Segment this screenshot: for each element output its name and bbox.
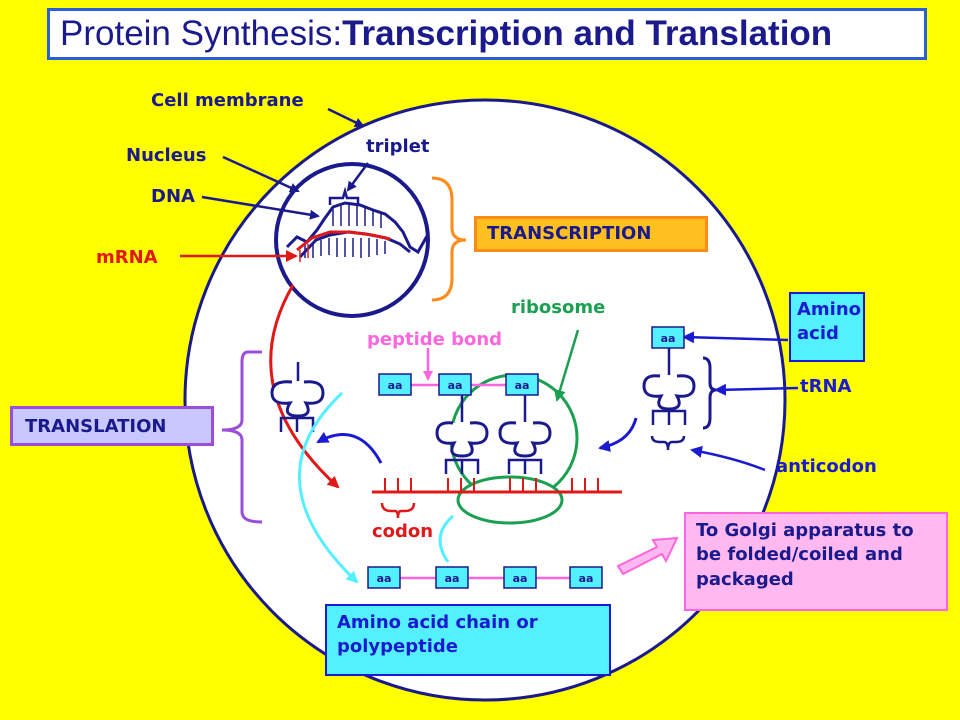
aa-label: aa	[377, 572, 392, 585]
anticodon-bracket	[650, 435, 686, 451]
dna-rungs	[304, 205, 386, 258]
aa-box	[503, 566, 537, 589]
peptide-bond-label: peptide bond	[367, 329, 503, 350]
title-bold: Transcription and Translation	[342, 14, 833, 53]
triplet-label: triplet	[366, 136, 430, 157]
codon-bracket	[380, 502, 416, 519]
anticodon-arrow	[690, 445, 766, 472]
translation-box: TRANSLATION	[10, 406, 214, 446]
aa-label: aa	[515, 379, 530, 392]
amino-chain-top: aa aa aa	[378, 373, 539, 396]
aa-box	[367, 566, 401, 589]
golgi-arrow	[616, 536, 679, 576]
nucleus-label: Nucleus	[126, 145, 207, 166]
trna-incoming	[642, 374, 696, 411]
aa-label: aa	[513, 572, 528, 585]
golgi-box: To Golgi apparatus to be folded/coiled a…	[684, 512, 948, 611]
triplet-bracket	[328, 186, 360, 205]
aa-label: aa	[661, 332, 676, 345]
transcription-box: TRANSCRIPTION	[474, 216, 708, 252]
trna-enter-arrow	[598, 417, 638, 452]
chain-arrow-2	[438, 514, 455, 563]
nucleus	[274, 162, 430, 318]
ribosome-label: ribosome	[511, 297, 606, 318]
aa-box	[569, 566, 603, 589]
aa-box	[505, 373, 539, 396]
chain-arrow-1	[298, 391, 359, 584]
aa-box-incoming	[651, 326, 685, 349]
trna-exit-arrow	[316, 431, 383, 464]
title-plain: Protein Synthesis:	[60, 14, 343, 53]
polypeptide-box: Amino acid chain or polypeptide	[325, 604, 611, 676]
anticodon-label: anticodon	[776, 456, 877, 477]
title-box: Protein Synthesis: Transcription and Tra…	[47, 8, 927, 60]
trna-ribosome-2	[498, 421, 552, 458]
aa-label: aa	[579, 572, 594, 585]
mrna-label: mRNA	[96, 247, 158, 268]
nucleus-arrow	[222, 155, 300, 193]
aa-label: aa	[445, 572, 460, 585]
transcription-bracket	[431, 176, 467, 302]
trna-leaving	[270, 380, 325, 418]
cell-membrane-label: Cell membrane	[151, 90, 304, 111]
aa-box	[435, 566, 469, 589]
mrna-strand	[296, 230, 391, 252]
triplet-arrow	[346, 162, 370, 192]
aa-box	[378, 373, 412, 396]
trna-label: tRNA	[800, 376, 852, 397]
dna-label: DNA	[151, 186, 195, 207]
trna-ribosome-1	[435, 421, 489, 458]
aa-label: aa	[388, 379, 403, 392]
ribosome-arrow	[554, 329, 580, 402]
codon-label: codon	[372, 521, 434, 542]
aa-label: aa	[448, 379, 463, 392]
translation-bracket	[221, 350, 263, 524]
amino-acid-arrow	[682, 331, 789, 344]
cell-membrane-arrow	[327, 107, 365, 128]
polypeptide-chain: aa aa aa aa	[367, 566, 603, 589]
amino-acid-box: Amino acid	[789, 292, 865, 362]
aa-box	[438, 373, 472, 396]
trna-arrow	[714, 383, 799, 396]
dna-arrow	[201, 195, 320, 220]
